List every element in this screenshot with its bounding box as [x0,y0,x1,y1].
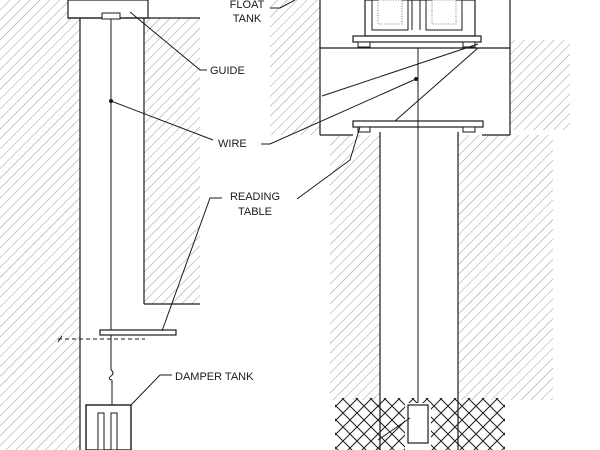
leader-wire-left [110,100,214,141]
leader-reading-table-right [296,126,361,200]
leader-bottom-float [377,417,411,441]
float-tank-right-inner [431,0,457,25]
leader-reading-table [161,197,222,332]
angled-wire-upper [321,43,479,97]
damper-float-right [110,412,118,450]
right-earth-left [270,0,320,135]
leader-wire-right [261,78,417,145]
level-tick [57,335,63,343]
left-earth-inner [144,18,200,304]
upper-platform [352,35,482,43]
label-float-tank-2: TANK [233,13,262,25]
label-guide: GUIDE [210,65,245,77]
left-earth-outer [0,0,80,450]
damper-float-left [97,412,105,450]
wire-hook [108,369,114,381]
float-tank-left-inner [377,0,403,25]
damper-tank [85,404,132,450]
leader-damper [130,374,172,406]
leader-float-tank [270,0,296,9]
right-earth-top-right [510,40,570,130]
label-wire: WIRE [218,138,247,150]
leader-guide [129,11,207,71]
label-float-tank-1: FLOAT [230,0,265,11]
lower-platform-foot-right [462,126,476,133]
right-earth-lower-left [330,135,380,400]
label-reading-table-2: TABLE [238,206,272,218]
upper-platform-foot-right [462,41,476,48]
label-damper-tank: DAMPER TANK [175,371,254,383]
angled-wire-lower [394,47,479,122]
label-reading-table-1: READING [230,191,280,203]
upper-platform-foot-left [357,41,371,48]
left-assembly [0,0,200,450]
guide-block [101,12,121,20]
bottom-float [407,404,429,444]
reading-table [99,329,177,336]
leader-lines [110,0,417,441]
lower-platform-foot-left [357,126,371,133]
right-assembly [270,0,570,450]
right-earth-lower-right [458,135,553,400]
